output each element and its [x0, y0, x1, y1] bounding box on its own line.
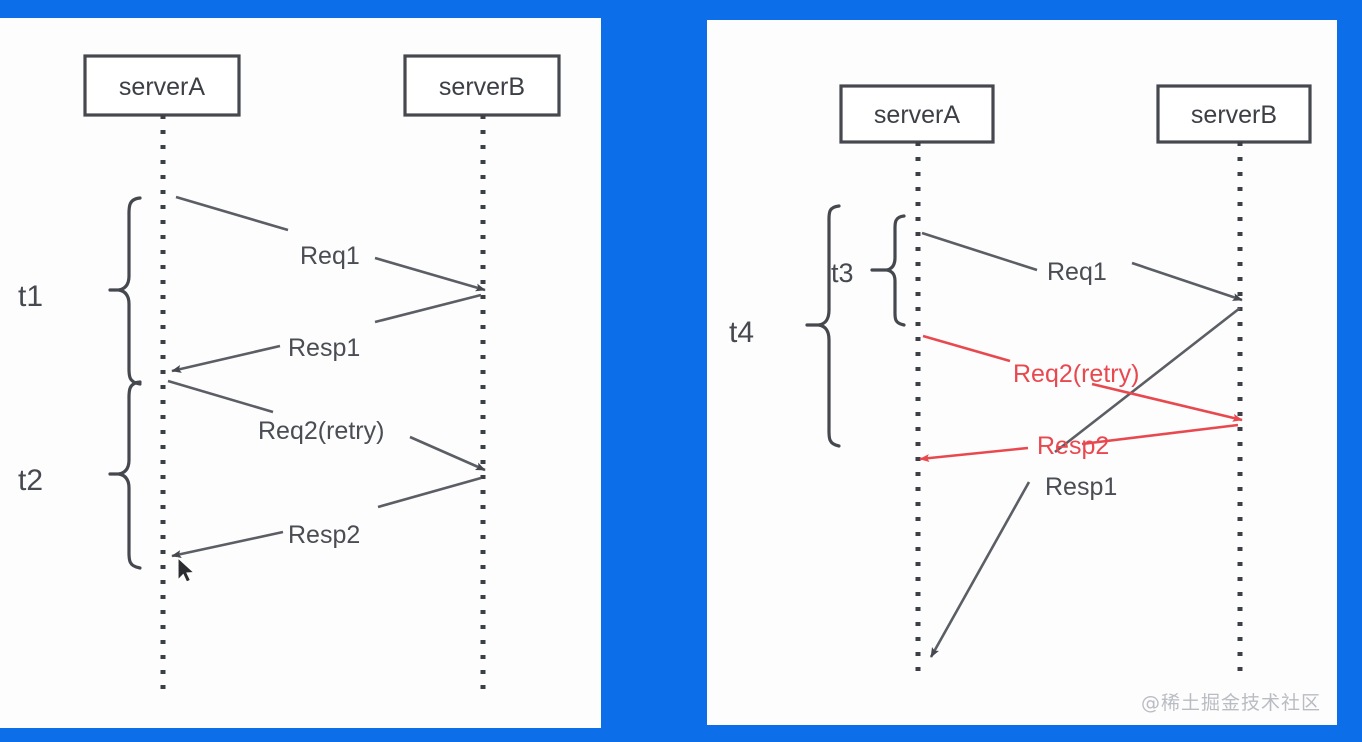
- right-participant-serverB-label: serverB: [1191, 101, 1277, 129]
- right-message-resp1-label: Resp1: [1045, 473, 1117, 501]
- left-message-req2-label: Req2(retry): [258, 417, 384, 445]
- left-brace-t1-label: t1: [18, 280, 43, 313]
- left-participant-serverB: serverB: [403, 54, 561, 117]
- left-message-req2: Req2(retry): [167, 379, 486, 472]
- left-diagram-panel: serverA serverB Req1 Resp1: [0, 18, 601, 728]
- left-message-resp2: Resp2: [171, 476, 482, 558]
- right-sequence-diagram-svg: serverA serverB Req1 Resp1: [729, 84, 1312, 672]
- right-message-req2-label: Req2(retry): [1013, 360, 1139, 388]
- right-message-req1-label: Req1: [1047, 258, 1107, 286]
- right-brace-t4-label: t4: [729, 316, 754, 349]
- right-message-resp2: Resp2: [919, 423, 1239, 463]
- left-brace-t2-label: t2: [18, 464, 43, 497]
- left-participant-serverA: serverA: [83, 54, 241, 117]
- left-message-resp2-label: Resp2: [288, 521, 360, 549]
- right-brace-t3: t3: [831, 214, 906, 327]
- left-participant-serverA-label: serverA: [119, 73, 205, 101]
- left-message-resp1: Resp1: [171, 293, 482, 373]
- left-sequence-diagram-svg: serverA serverB Req1 Resp1: [18, 54, 561, 693]
- right-message-req1: Req1: [921, 231, 1243, 302]
- right-participant-serverA-label: serverA: [874, 101, 960, 129]
- left-message-resp1-label: Resp1: [288, 334, 360, 362]
- right-message-req2: Req2(retry): [922, 334, 1243, 422]
- right-brace-t4: t4: [729, 204, 841, 448]
- right-brace-t3-label: t3: [831, 258, 854, 288]
- watermark-text: @稀土掘金技术社区: [1140, 692, 1321, 714]
- left-brace-t2: t2: [18, 380, 142, 570]
- right-participant-serverB: serverB: [1156, 84, 1312, 144]
- left-message-req1: Req1: [175, 195, 486, 292]
- mouse-pointer-icon: [177, 556, 196, 583]
- right-message-resp1: Resp1: [929, 306, 1241, 658]
- right-participant-serverA: serverA: [839, 84, 995, 144]
- right-message-resp2-label: Resp2: [1037, 432, 1109, 460]
- left-brace-t1: t1: [18, 196, 142, 386]
- left-participant-serverB-label: serverB: [439, 73, 525, 101]
- left-message-req1-label: Req1: [300, 242, 360, 270]
- right-diagram-panel: serverA serverB Req1 Resp1: [707, 20, 1337, 725]
